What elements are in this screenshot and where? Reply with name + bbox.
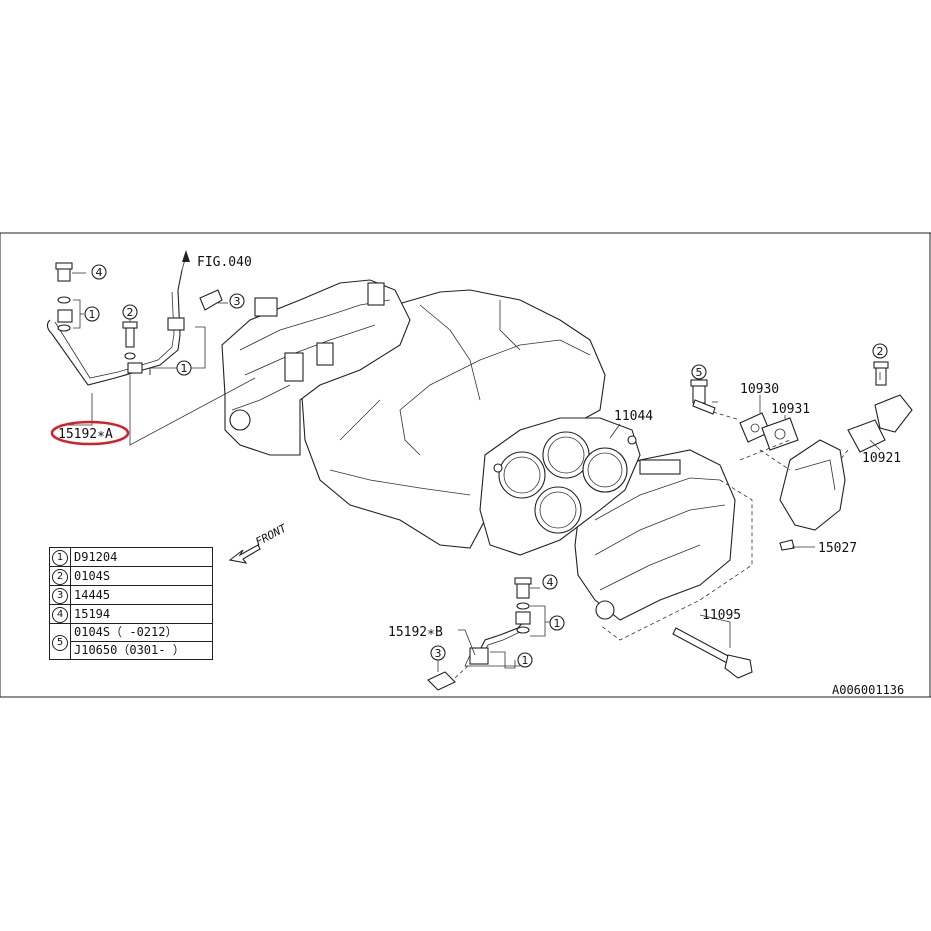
legend-key-circle: 3 <box>52 588 68 604</box>
legend-value[interactable]: 14445 <box>70 585 213 605</box>
circle-marker-4-bottom[interactable]: 4 <box>542 574 558 590</box>
circle-marker-1-mid[interactable]: 1 <box>176 360 192 376</box>
legend-row: 5 0104S（ -0212） <box>49 623 213 660</box>
part-15192b-label[interactable]: 15192∗B <box>388 625 443 640</box>
front-label: FRONT <box>253 521 290 549</box>
circle-marker-1-top[interactable]: 1 <box>84 306 100 322</box>
part-15027-label[interactable]: 15027 <box>818 541 857 556</box>
head-gasket <box>479 417 641 556</box>
part-11044-label[interactable]: 11044 <box>614 409 653 424</box>
circle-marker-2-right[interactable]: 2 <box>872 343 888 359</box>
circle-marker-1-bottom-right[interactable]: 1 <box>549 615 565 631</box>
svg-text:1: 1 <box>89 308 96 321</box>
legend-key-circle: 1 <box>52 550 68 566</box>
legend-value[interactable]: 15194 <box>70 604 213 624</box>
legend-row: 1 D91204 <box>49 547 213 567</box>
legend-key-circle: 4 <box>52 607 68 623</box>
cylinder-head-bolt <box>672 614 753 679</box>
oil-pipe-assembly-a <box>46 250 256 446</box>
parts-legend-table: 1 D91204 2 0104S 3 14445 4 15194 5 0104S… <box>49 547 213 660</box>
legend-value[interactable]: D91204 <box>70 547 213 567</box>
diagram-frame <box>0 232 931 698</box>
legend-value[interactable]: 0104S（ -0212） <box>70 623 213 642</box>
legend-row: J10650（0301- ） <box>50 641 213 660</box>
svg-text:3: 3 <box>234 295 241 308</box>
part-10930-label[interactable]: 10930 <box>740 382 779 397</box>
svg-text:1: 1 <box>522 654 529 667</box>
legend-key-circle: 2 <box>52 569 68 585</box>
circle-marker-2-pipe[interactable]: 2 <box>122 304 138 320</box>
part-10931-label[interactable]: 10931 <box>771 402 810 417</box>
legend-row: 3 14445 <box>49 585 213 605</box>
part-10921-label[interactable]: 10921 <box>862 451 901 466</box>
svg-text:4: 4 <box>96 266 103 279</box>
circle-marker-3-top[interactable]: 3 <box>229 293 245 309</box>
circle-marker-5[interactable]: 5 <box>691 364 707 380</box>
svg-text:2: 2 <box>877 345 884 358</box>
oil-switching-solenoid-assembly <box>690 361 913 551</box>
svg-text:1: 1 <box>181 362 188 375</box>
part-15192a-highlight <box>50 420 130 446</box>
circle-marker-1-bottom[interactable]: 1 <box>517 652 533 668</box>
svg-text:1: 1 <box>554 617 561 630</box>
fig-reference-label[interactable]: FIG.040 <box>197 255 252 270</box>
reference-code: A006001136 <box>832 683 904 697</box>
legend-key-circle: 5 <box>52 634 68 651</box>
svg-text:2: 2 <box>127 306 134 319</box>
legend-row: 4 15194 <box>49 604 213 624</box>
legend-row: 2 0104S <box>49 566 213 586</box>
svg-text:3: 3 <box>435 647 442 660</box>
circle-marker-4-top[interactable]: 4 <box>91 264 107 280</box>
circle-marker-3-bottom[interactable]: 3 <box>430 645 446 661</box>
part-15192a-label[interactable]: 15192∗A <box>58 427 113 442</box>
part-11095-label[interactable]: 11095 <box>702 608 741 623</box>
front-direction-indicator: FRONT <box>228 521 290 564</box>
legend-value[interactable]: J10650（0301- ） <box>70 641 213 660</box>
left-cylinder-head <box>221 279 411 456</box>
oil-pipe-assembly-b <box>427 577 550 691</box>
svg-text:4: 4 <box>547 576 554 589</box>
legend-value[interactable]: 0104S <box>70 566 213 586</box>
svg-text:5: 5 <box>696 366 703 379</box>
